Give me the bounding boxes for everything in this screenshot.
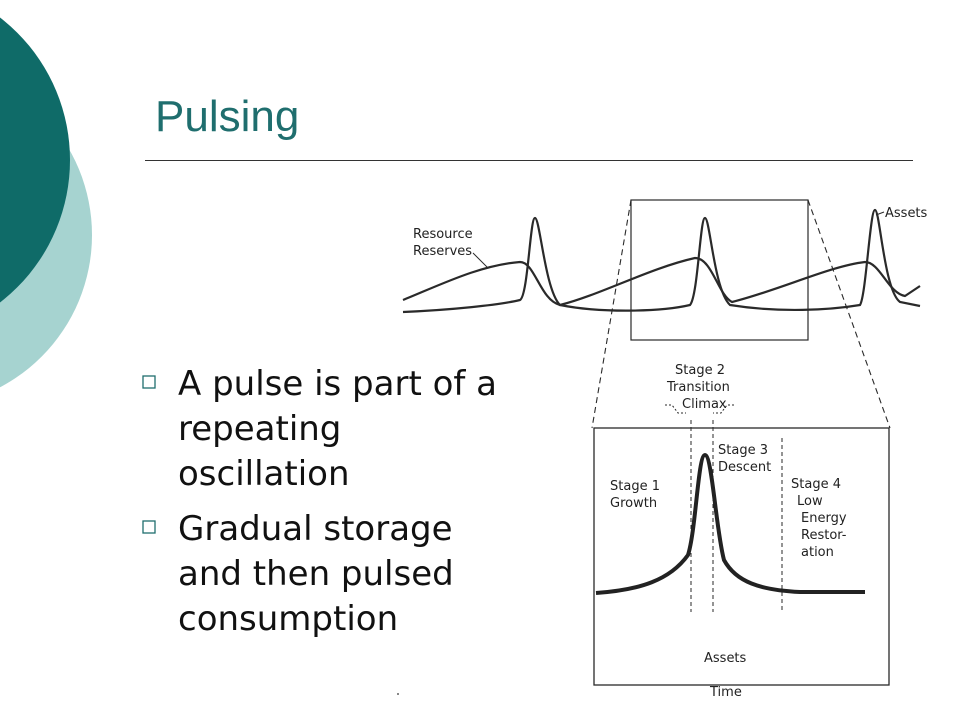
- bullet-item: A pulse is part of a repeating oscillati…: [140, 362, 520, 497]
- stage2-label-line2: Transition: [666, 380, 730, 395]
- stage4-label-line4: Restor-: [801, 528, 847, 543]
- stage1-label-line2: Growth: [610, 496, 657, 511]
- zoomed-assets-curve: [595, 452, 865, 595]
- time-axis-label: Time: [709, 685, 742, 700]
- resource-reserves-curve: [402, 256, 921, 307]
- hollow-square-icon: [142, 375, 156, 389]
- slide-title: Pulsing: [155, 92, 300, 141]
- assets-pulse-curve: [402, 208, 921, 314]
- decorative-teal-circles: [0, 17, 92, 388]
- resource-reserves-label-line1: Resource: [413, 227, 473, 242]
- bullet-item: Gradual storage and then pulsed consumpt…: [140, 507, 520, 642]
- stage1-label-line1: Stage 1: [610, 479, 660, 494]
- assets-top-label: Assets: [885, 206, 928, 221]
- hollow-square-icon: [142, 520, 156, 534]
- zoom-connector-left: [591, 199, 632, 429]
- stage4-label-line5: ation: [801, 545, 834, 560]
- stage2-bracket: [665, 404, 734, 414]
- bullet-list: A pulse is part of a repeating oscillati…: [140, 362, 520, 652]
- stage4-label-line1: Stage 4: [791, 477, 841, 492]
- stage3-label-line2: Descent: [718, 460, 771, 475]
- stray-dot: [397, 693, 399, 695]
- dark-teal-circle: [0, 17, 70, 303]
- stage4-label-line2: Low: [797, 494, 823, 509]
- resource-reserves-label-line2: Reserves: [413, 244, 472, 259]
- zoom-assets-label: Assets: [704, 651, 747, 666]
- stage2-label-line3: Climax: [682, 397, 727, 412]
- stage3-label-line1: Stage 3: [718, 443, 768, 458]
- stage2-label-line1: Stage 2: [675, 363, 725, 378]
- zoom-connector-right: [807, 199, 891, 429]
- title-divider: [145, 160, 913, 161]
- stage4-label-line3: Energy: [801, 511, 847, 526]
- assets-top-pointer: [875, 211, 885, 216]
- zoom-selection-box: [630, 199, 809, 341]
- zoomed-graph-box: [593, 427, 890, 686]
- bullet-text: Gradual storage and then pulsed consumpt…: [178, 509, 454, 639]
- bullet-text: A pulse is part of a repeating oscillati…: [178, 364, 497, 494]
- resource-reserves-pointer: [472, 252, 489, 269]
